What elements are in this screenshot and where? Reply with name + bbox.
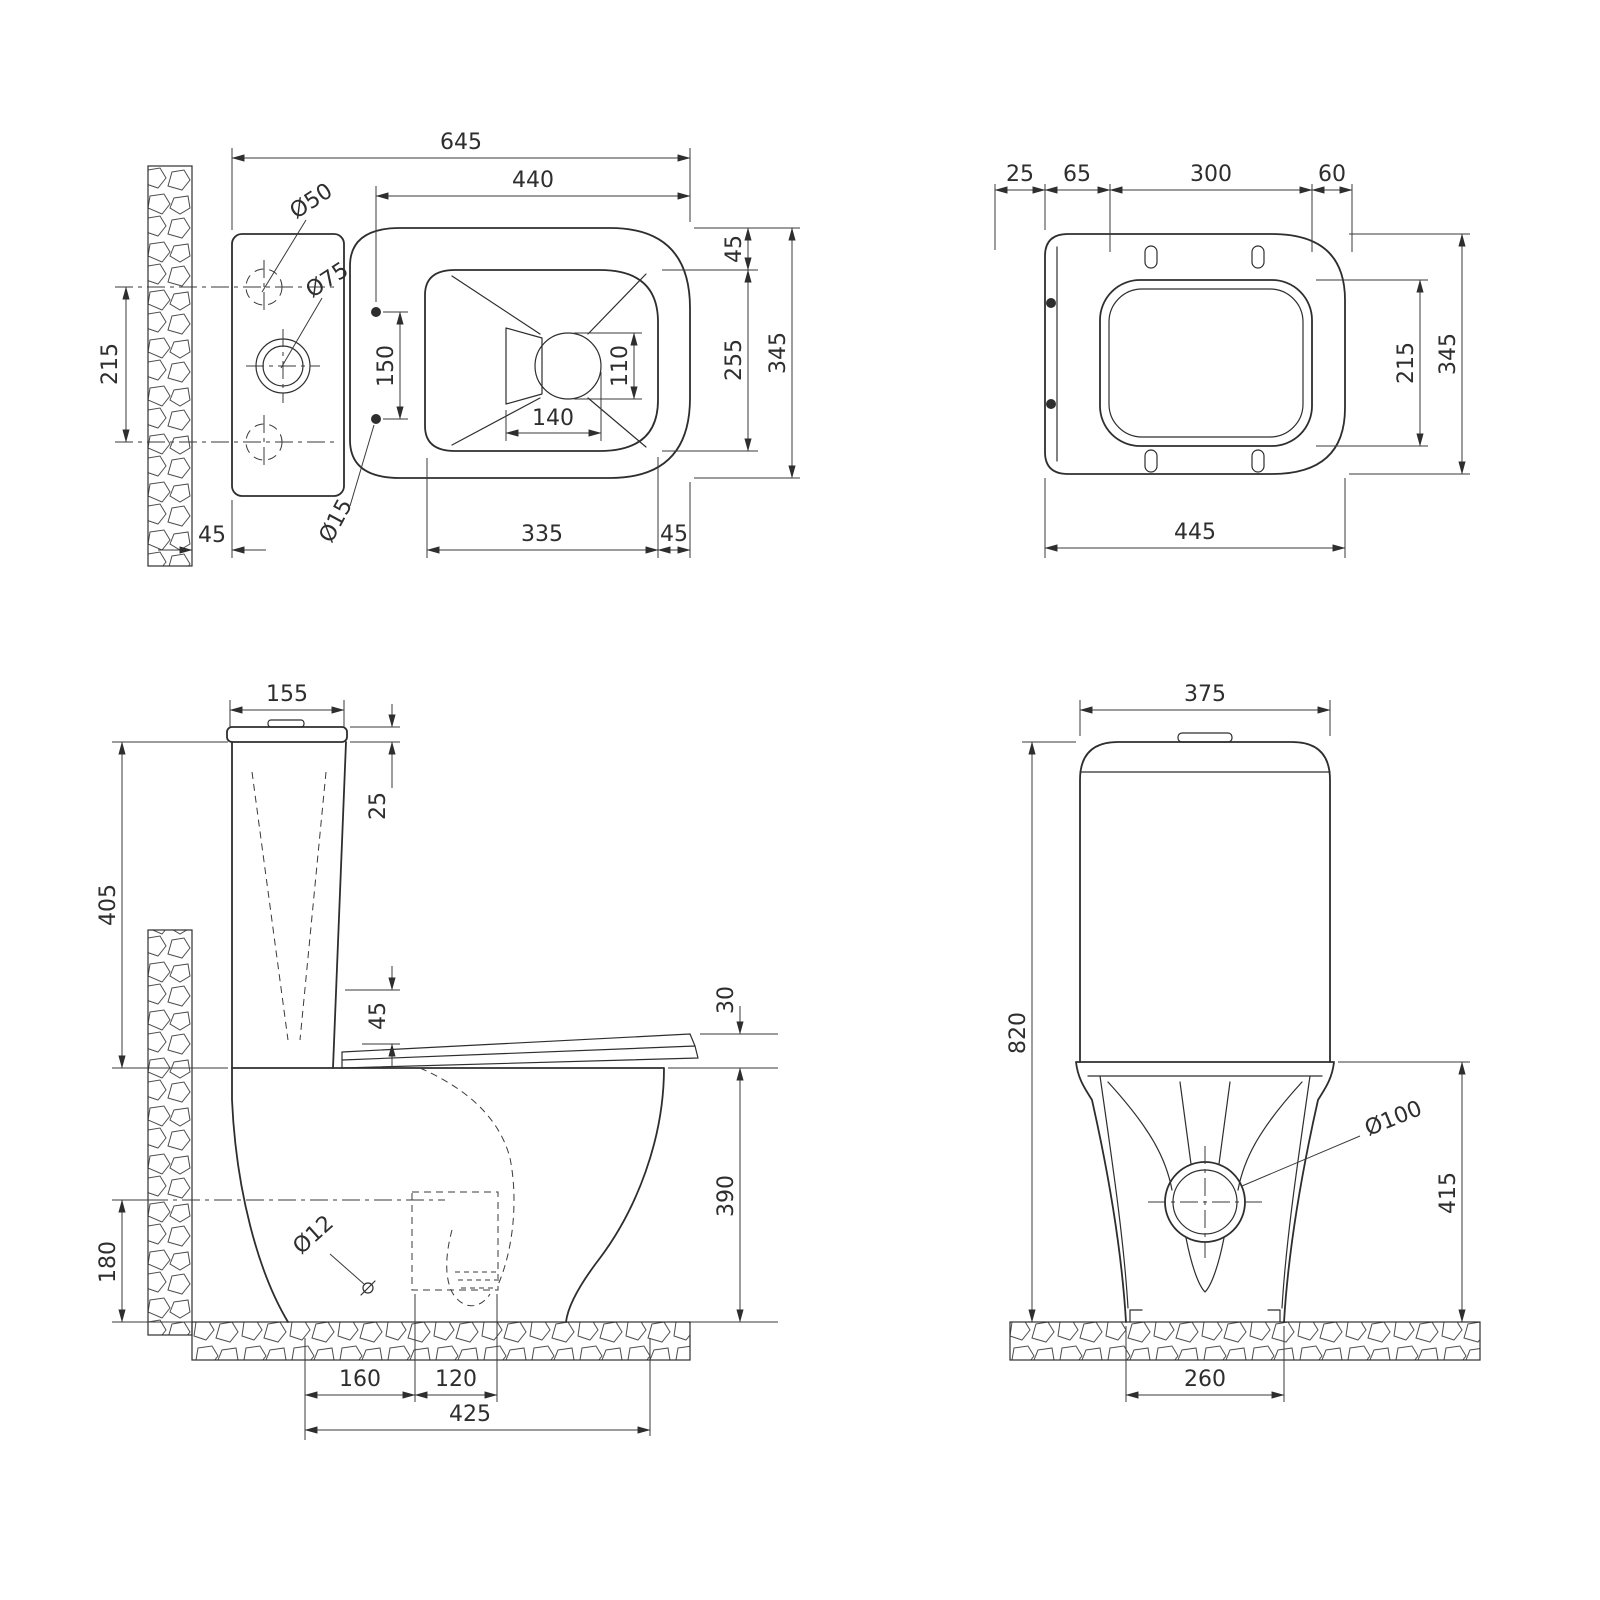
tank-outline-side <box>231 741 347 1069</box>
bowl-opening-plan <box>424 269 659 452</box>
dim-plan-rim-top-inset: 45 <box>722 235 747 263</box>
front-dimensions: 375 820 415 Ø100 260 <box>1006 682 1470 1402</box>
bumper-slot <box>1144 245 1158 269</box>
flush-button-front <box>1177 732 1233 743</box>
hinge-screw-bottom <box>1046 399 1056 409</box>
bumper-slot <box>1144 449 1158 473</box>
dim-front-tank-width: 375 <box>1184 682 1226 707</box>
dim-plan-bowl-length: 440 <box>512 168 554 193</box>
dim-front-total-height: 820 <box>1006 1012 1031 1054</box>
floor-hatch-front <box>1009 1321 1481 1361</box>
dim-plan-drain-length: 140 <box>532 406 574 431</box>
dim-plan-rim-side-inset: 45 <box>660 522 688 547</box>
dim-side-lid-height: 25 <box>366 792 391 820</box>
bowl-outline-plan <box>349 227 691 479</box>
fixing-hole-side <box>362 1282 374 1294</box>
dim-seat-offset-b: 65 <box>1063 162 1091 187</box>
seat-opening-inner <box>1108 288 1304 438</box>
dim-side-bowl-height: 390 <box>714 1175 739 1217</box>
dim-side-tank-depth: 155 <box>266 682 308 707</box>
dim-plan-inlet-spacing: 215 <box>98 343 123 385</box>
dim-seat-offset-a: 25 <box>1006 162 1034 187</box>
seat-lid-outline <box>1044 233 1346 475</box>
tank-outline-front <box>1079 741 1331 1063</box>
side-dimensions: 155 25 405 45 30 390 <box>96 682 778 1440</box>
hinge-screw-top <box>1046 298 1056 308</box>
dim-side-seat-rise: 45 <box>366 1002 391 1030</box>
dim-plan-opening-length: 335 <box>521 522 563 547</box>
dim-plan-inlet-hole: Ø50 <box>286 179 338 225</box>
dim-side-outlet-height: 180 <box>96 1241 121 1283</box>
dim-seat-inner-depth: 215 <box>1394 342 1419 384</box>
seat-bolt-bottom <box>371 414 381 424</box>
dim-front-base-width: 260 <box>1184 1367 1226 1392</box>
foot-notches <box>1129 1309 1281 1323</box>
dim-seat-outer-depth: 345 <box>1436 333 1461 375</box>
dim-plan-wall-gap: 45 <box>198 523 226 548</box>
outlet-box-hidden <box>411 1191 499 1291</box>
dim-seat-offset-c: 60 <box>1318 162 1346 187</box>
flush-button-side <box>267 719 305 728</box>
wall-hatch-plan <box>147 165 193 567</box>
seat-opening-outer <box>1099 279 1313 447</box>
bumper-slot <box>1251 245 1265 269</box>
dim-side-base-depth: 425 <box>449 1402 491 1427</box>
dim-plan-opening-depth: 255 <box>722 339 747 381</box>
bowl-outline-front <box>1075 1061 1335 1323</box>
floor-hatch-side <box>191 1321 691 1361</box>
dim-side-outlet-width: 120 <box>435 1367 477 1392</box>
dim-plan-seat-bolt-spacing: 150 <box>374 345 399 387</box>
drain-funnel-plan <box>505 327 543 405</box>
dim-side-tank-height: 405 <box>96 884 121 926</box>
bumper-slot <box>1251 449 1265 473</box>
view-front: 375 820 415 Ø100 260 <box>1006 682 1481 1402</box>
bowl-outline-side <box>231 1067 665 1323</box>
dim-plan-bowl-width: 345 <box>766 332 791 374</box>
dim-seat-hinge-span: 300 <box>1190 162 1232 187</box>
dim-plan-valve-hole: Ø75 <box>302 258 354 304</box>
wall-hatch-side <box>147 929 193 1336</box>
dim-front-drain-hole: Ø100 <box>1361 1096 1425 1141</box>
tank-outline-plan <box>231 233 345 497</box>
dim-side-fixing-hole: Ø12 <box>288 1211 338 1260</box>
dim-plan-total-length: 645 <box>440 130 482 155</box>
dim-seat-total-length: 445 <box>1174 520 1216 545</box>
seat-bolt-top <box>371 307 381 317</box>
seat-dimensions: 25 65 300 60 215 345 445 <box>994 162 1470 558</box>
seat-lid-side <box>341 1033 699 1069</box>
dim-side-outlet-offset: 160 <box>339 1367 381 1392</box>
view-side: 155 25 405 45 30 390 <box>96 682 778 1440</box>
tank-lid-side <box>226 726 348 743</box>
dim-plan-drain-depth: 110 <box>608 345 633 387</box>
plan-dimensions: 645 440 215 45 45 255 345 335 <box>98 130 800 558</box>
view-seat: 25 65 300 60 215 345 445 <box>994 162 1470 558</box>
view-plan: 645 440 215 45 45 255 345 335 <box>98 130 800 567</box>
dim-front-rim-height: 415 <box>1436 1172 1461 1214</box>
drain-circle-plan <box>534 332 602 400</box>
dim-side-seat-thickness: 30 <box>714 986 739 1014</box>
